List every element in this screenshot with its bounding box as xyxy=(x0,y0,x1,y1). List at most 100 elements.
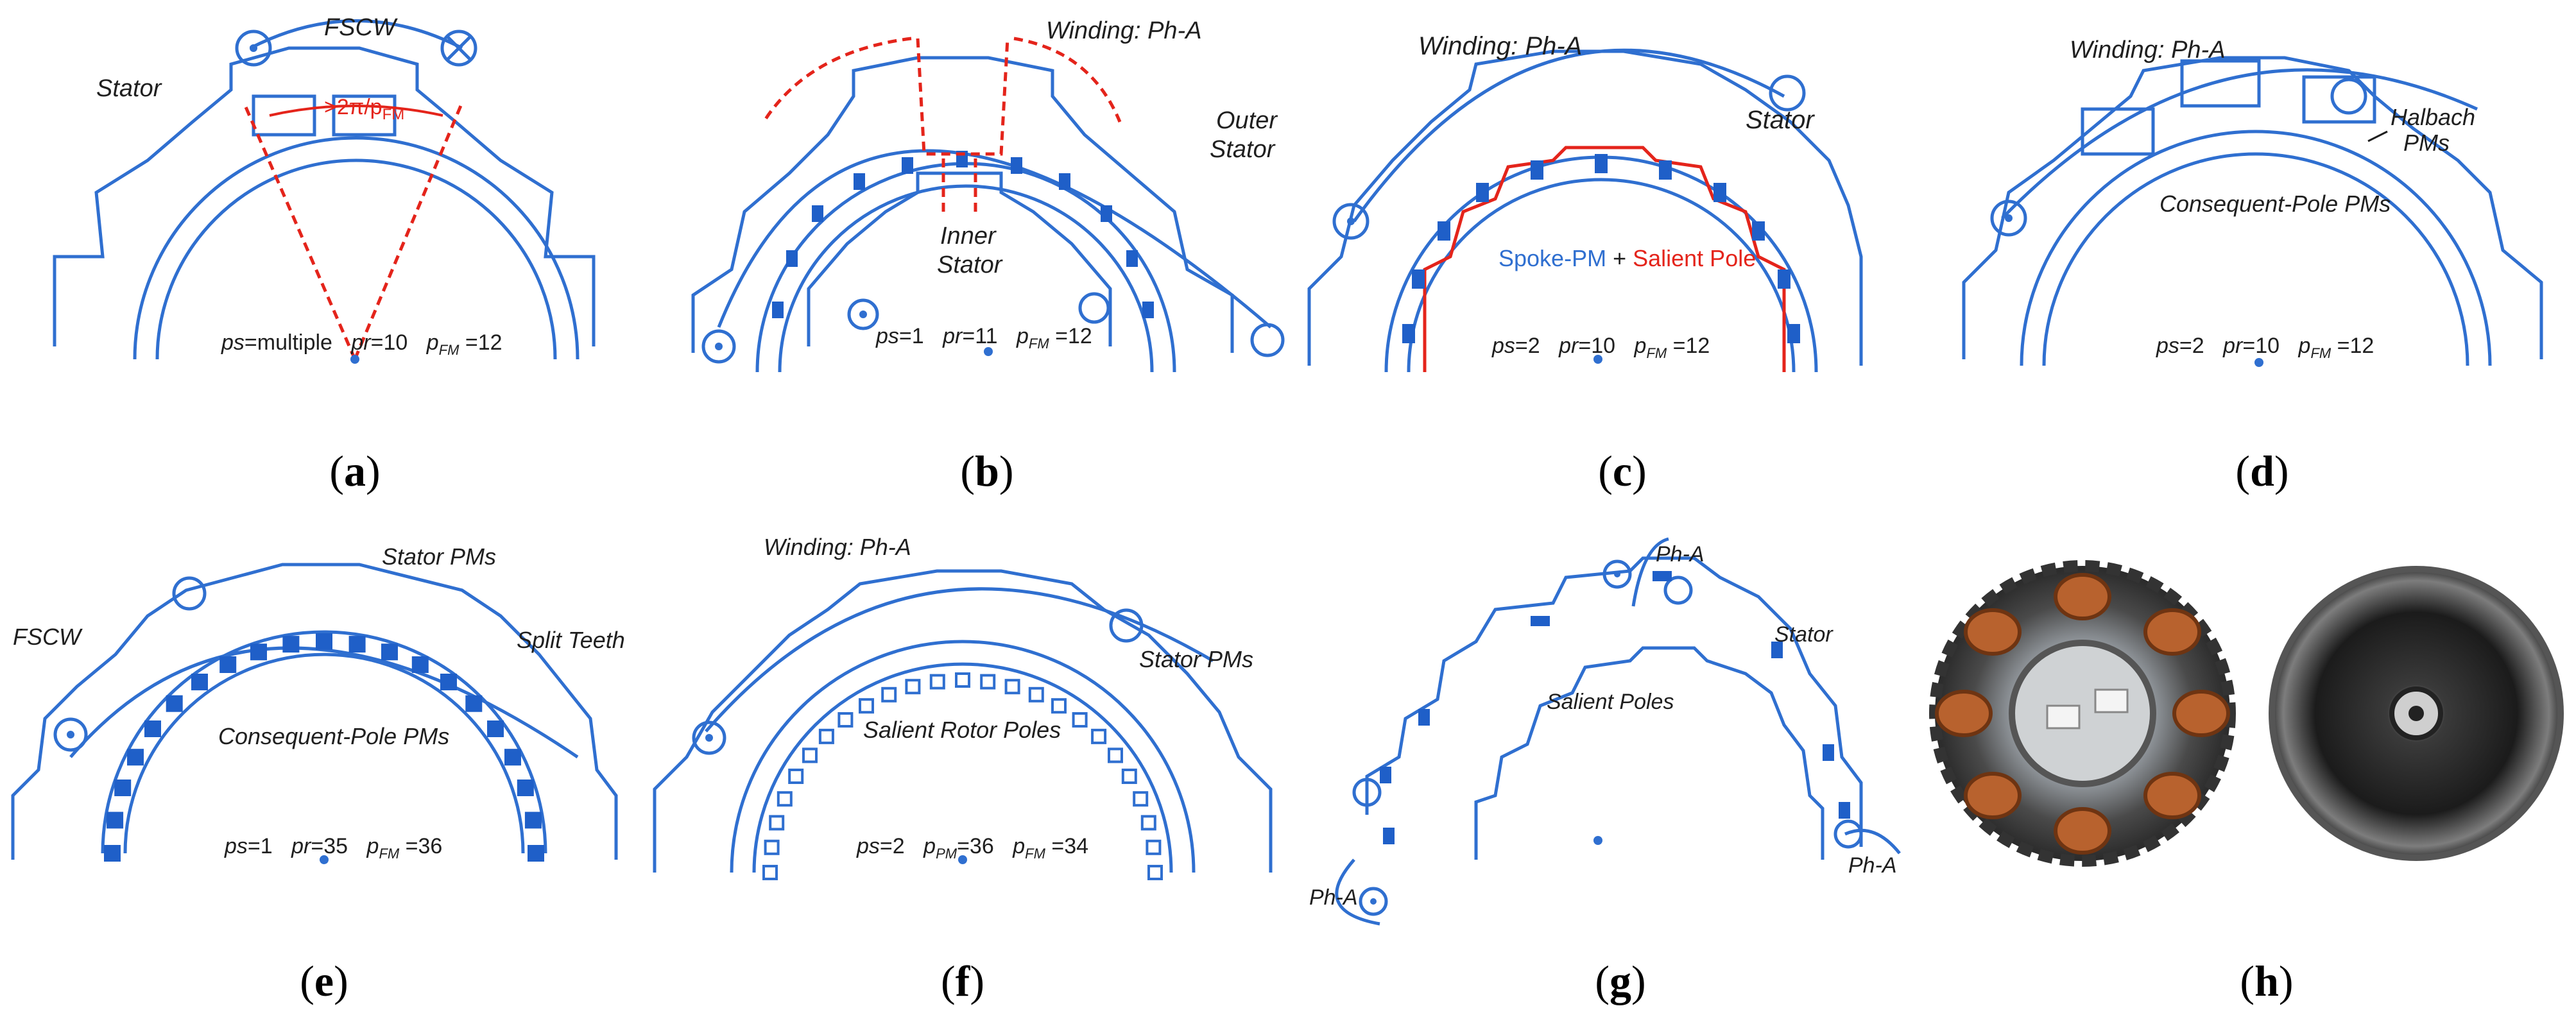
coil-cross-icon xyxy=(1833,819,1863,849)
coil-dot-icon xyxy=(859,311,867,318)
caption-h: (h) xyxy=(2240,957,2294,1005)
diagram-c: Winding: Ph-A Stator Spoke-PM + Salient … xyxy=(1307,32,1863,373)
param-ps: ps xyxy=(2156,334,2179,358)
param-pr-val: =10 xyxy=(1578,334,1615,358)
rotor-tooth xyxy=(1072,712,1088,728)
center-point xyxy=(984,347,993,356)
param-ps: ps xyxy=(224,834,248,858)
rotor-tooth xyxy=(1051,698,1067,714)
coil-cross-icon xyxy=(1769,74,1806,112)
coil-cross-icon xyxy=(1109,608,1144,643)
coil-dot-icon xyxy=(2005,214,2013,222)
params-b: ps=1 pr=11 pFM =12 xyxy=(875,324,1092,352)
rotor-tooth xyxy=(859,698,874,714)
param-pfm: p xyxy=(1016,324,1029,348)
diagram-f: Winding: Ph-A Stator PMs Salient Rotor P… xyxy=(653,534,1273,880)
rotor-tooth xyxy=(764,839,780,855)
consequent-pole-pm xyxy=(107,812,124,829)
diagram-d: Winding: Ph-A Halbach PMs Consequent-Pol… xyxy=(1962,37,2543,367)
winding-ph-a xyxy=(1352,48,1785,223)
rotor-tooth xyxy=(1004,679,1020,695)
label-winding: Winding: Ph-A xyxy=(764,534,911,560)
label-salient-rotor-poles: Salient Rotor Poles xyxy=(863,717,1061,743)
param-pr: pr xyxy=(350,330,372,355)
label-halbach: Halbach xyxy=(2391,104,2475,130)
spoke-pms xyxy=(1402,154,1800,343)
caption-e-letter: e xyxy=(314,957,334,1005)
winding-ph-a-right xyxy=(1844,828,1901,855)
caption-b: (b) xyxy=(960,447,1014,495)
rotor-tooth xyxy=(1121,769,1137,784)
caption-g: (g) xyxy=(1595,957,1646,1005)
coil-dot-icon xyxy=(692,720,726,755)
consequent-pole-pm xyxy=(517,780,534,796)
param-ppm-sub: PM xyxy=(936,846,957,862)
coil-dot-icon xyxy=(250,44,257,52)
consequent-pole-pm xyxy=(465,695,483,712)
rotor-inner-ring xyxy=(1407,178,1796,373)
param-pr-val: =10 xyxy=(371,330,408,355)
rotor-tooth xyxy=(1140,815,1156,831)
flux-path xyxy=(916,38,1009,156)
diagram-e: FSCW Stator PMs Split Teeth Consequent-P… xyxy=(11,543,625,864)
rotor-tooth xyxy=(769,815,785,831)
param-pr: pr xyxy=(942,324,963,348)
param-ps: ps xyxy=(1491,334,1515,358)
consequent-pole-pm xyxy=(487,720,504,737)
rotor-inner-ring xyxy=(2042,152,2469,366)
param-pr: pr xyxy=(291,834,312,858)
label-consequent-pole: Consequent-Pole PMs xyxy=(218,723,449,749)
label-halbach-pms: PMs xyxy=(2403,130,2450,156)
panel-a: FSCW Stator >2π/pFM ps=multiple pr=10 pF… xyxy=(0,0,642,513)
center-point xyxy=(1593,836,1602,845)
outer-stator-outline xyxy=(691,56,1234,353)
label-plus: + xyxy=(1606,245,1633,271)
rotor-tooth xyxy=(929,674,945,690)
param-pr: pr xyxy=(1558,334,1579,358)
winding-ph-a-left xyxy=(1335,858,1380,926)
caption-c: (c) xyxy=(1598,447,1647,495)
params-e: ps=1 pr=35 pFM =36 xyxy=(224,834,442,862)
rotor-inner-ring xyxy=(155,158,557,360)
label-split-teeth: Split Teeth xyxy=(517,627,625,653)
stator-pms xyxy=(104,633,544,862)
label-pha-left: Ph-A xyxy=(1309,885,1358,910)
angle-arc xyxy=(269,105,443,117)
salient-rotor-teeth xyxy=(762,672,1163,880)
label-angle-sub: FM xyxy=(382,106,405,123)
param-pfm-val: =12 xyxy=(1667,334,1710,358)
label-winding: Winding: Ph-A xyxy=(1418,32,1582,60)
param-ps-val: =2 xyxy=(1515,334,1540,358)
center-point xyxy=(2254,358,2263,367)
consequent-pole-pm xyxy=(316,633,332,650)
param-ps: ps xyxy=(856,834,880,858)
rotor-tooth xyxy=(980,674,996,690)
caption-d: (d) xyxy=(2235,447,2289,495)
consequent-pole-pm xyxy=(191,674,208,690)
rotor-outer-ring xyxy=(730,640,1196,873)
param-pfm-val: =12 xyxy=(1049,324,1092,348)
label-fscw: FSCW xyxy=(324,14,398,41)
param-pfm-sub: FM xyxy=(379,846,399,862)
halbach-pm-block xyxy=(2302,75,2376,124)
label-winding: Winding: Ph-A xyxy=(2070,37,2226,64)
rotor-tooth xyxy=(955,672,970,688)
rotor-photo xyxy=(2269,566,2564,861)
params-c: ps=2 pr=10 pFM =12 xyxy=(1491,334,1710,361)
rotor-tooth xyxy=(881,686,897,703)
caption-a-letter: a xyxy=(344,447,366,495)
param-pfm: p xyxy=(1012,834,1025,858)
param-pfm: p xyxy=(426,330,439,355)
param-pfm-val: =34 xyxy=(1045,834,1088,858)
label-inner-stator: Stator xyxy=(937,251,1003,278)
panel-d: Winding: Ph-A Halbach PMs Consequent-Pol… xyxy=(1925,0,2576,513)
consequent-pole-pm xyxy=(528,845,544,862)
halbach-pointer xyxy=(2367,130,2388,142)
panel-b: Winding: Ph-A Outer Stator Inner Stator … xyxy=(642,0,1285,513)
center-point xyxy=(958,855,967,864)
param-ps-val: =1 xyxy=(899,324,924,348)
label-stator: Stator xyxy=(1746,106,1815,134)
coil-dot-icon xyxy=(1347,217,1355,225)
rotor-tooth xyxy=(1108,747,1123,763)
flux-line xyxy=(353,102,464,360)
